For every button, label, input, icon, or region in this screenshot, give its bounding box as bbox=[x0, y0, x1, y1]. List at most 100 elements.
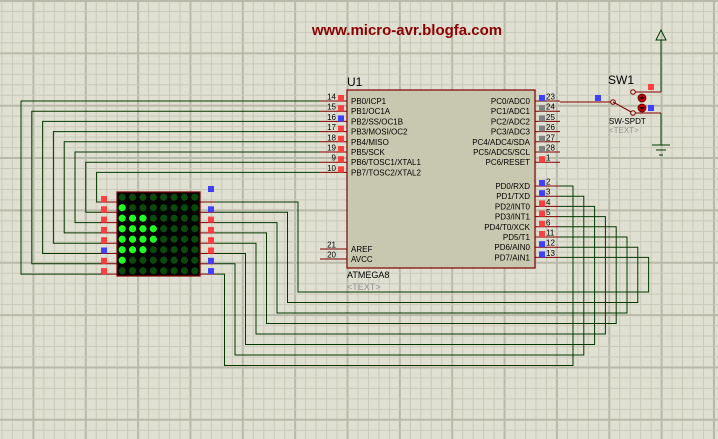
mcu-pin-number: 1 bbox=[546, 154, 551, 163]
matrix-pin-state bbox=[208, 226, 214, 233]
mcu-pin-state bbox=[338, 115, 344, 122]
mcu-pin-state bbox=[539, 220, 545, 227]
spdt-switch[interactable]: SW1 SW-SPDT <TEXT> bbox=[560, 73, 661, 135]
mcu-pin-number: 25 bbox=[546, 113, 555, 122]
led-off bbox=[139, 256, 147, 264]
led-off bbox=[170, 256, 178, 264]
matrix-pin-state bbox=[208, 268, 214, 275]
led-on bbox=[118, 214, 126, 222]
led-off bbox=[191, 235, 199, 243]
led-off bbox=[149, 267, 157, 275]
matrix-pin-state bbox=[208, 216, 214, 223]
mcu-pin-label: PD4/T0/XCK bbox=[484, 223, 530, 232]
wire-pb-to-matrix-row bbox=[96, 171, 320, 203]
wire-pb-to-matrix-row bbox=[31, 110, 320, 265]
switch-blade[interactable] bbox=[612, 101, 634, 114]
mcu-pin-number: 5 bbox=[546, 208, 551, 217]
mcu-pin-label: PC3/ADC3 bbox=[491, 128, 531, 137]
mcu-pin-label: PD3/INT1 bbox=[495, 213, 531, 222]
led-off bbox=[180, 225, 189, 233]
led-off bbox=[128, 267, 137, 275]
led-off bbox=[180, 246, 189, 254]
mcu-pin-number: 17 bbox=[327, 123, 336, 132]
switch-up-button[interactable] bbox=[637, 93, 647, 103]
mcu-pin-state bbox=[539, 210, 545, 217]
mcu-pin-label: PC5/ADC5/SCL bbox=[473, 148, 530, 157]
led-off bbox=[160, 267, 168, 275]
wire-pb-to-matrix-row bbox=[85, 161, 320, 213]
mcu-pin-label: PB7/TOSC2/XTAL2 bbox=[351, 168, 422, 177]
mcu-pin-number: 28 bbox=[546, 144, 555, 153]
switch-throw-up-terminal bbox=[630, 89, 636, 95]
mcu-pin-label: PB0/ICP1 bbox=[351, 97, 387, 106]
mcu-pin-number: 6 bbox=[546, 218, 551, 227]
switch-pin-down-state bbox=[648, 105, 654, 111]
mcu-pin-state bbox=[539, 241, 545, 248]
led-on bbox=[118, 235, 126, 243]
led-off bbox=[180, 214, 189, 222]
wire-matrix-to-pd bbox=[215, 216, 606, 335]
led-off bbox=[149, 256, 157, 264]
mcu-pin-state bbox=[539, 231, 545, 237]
led-off bbox=[118, 267, 126, 275]
led-off bbox=[139, 204, 147, 212]
matrix-pin-state bbox=[208, 186, 214, 192]
mcu-pin-state bbox=[539, 200, 545, 207]
mcu-pin-state bbox=[539, 125, 545, 132]
matrix-pin-state bbox=[101, 268, 107, 275]
switch-down-button[interactable] bbox=[637, 103, 647, 113]
mcu-pin-state bbox=[338, 156, 344, 163]
watermark-text: www.micro-avr.blogfa.com bbox=[311, 22, 502, 39]
matrix-pin-state bbox=[208, 206, 214, 213]
led-on bbox=[139, 235, 147, 243]
mcu-pin-number: 13 bbox=[546, 249, 555, 258]
arrow-down-glyph bbox=[639, 107, 645, 111]
ground-terminal[interactable] bbox=[652, 113, 670, 156]
led-off bbox=[180, 256, 189, 264]
led-off bbox=[160, 204, 168, 212]
mcu-body[interactable] bbox=[346, 89, 536, 269]
led-off bbox=[149, 214, 157, 222]
led-off bbox=[139, 267, 147, 275]
mcu-pin-label: PC2/ADC2 bbox=[491, 117, 531, 126]
wires bbox=[20, 100, 650, 366]
led-off bbox=[191, 225, 199, 233]
switch-part: SW-SPDT bbox=[609, 117, 646, 126]
mcu-pin-label: PC0/ADC0 bbox=[491, 97, 531, 106]
mcu-pin-state bbox=[539, 115, 545, 122]
led-off bbox=[191, 214, 199, 222]
mcu-part: ATMEGA8 bbox=[347, 270, 389, 280]
arrow-up-glyph bbox=[639, 95, 645, 99]
led-on bbox=[128, 225, 137, 233]
led-matrix[interactable] bbox=[100, 186, 215, 277]
mcu-pin-label: PB6/TOSC1/XTAL1 bbox=[351, 158, 422, 167]
mcu-pin-state bbox=[338, 135, 344, 142]
led-on bbox=[149, 225, 157, 233]
mcu-pin-number: 3 bbox=[546, 188, 551, 197]
matrix-pin-state bbox=[101, 247, 107, 254]
mcu-pin-label: PD7/AIN1 bbox=[494, 253, 530, 262]
mcu-pin-number: 12 bbox=[546, 239, 555, 248]
mcu-pin-number: 14 bbox=[327, 93, 336, 102]
led-on bbox=[128, 235, 137, 243]
mcu-pin-number: 27 bbox=[546, 133, 555, 142]
wire-pb-to-matrix-row bbox=[42, 120, 320, 254]
wire-pb-to-matrix-row bbox=[20, 100, 320, 275]
mcu-pin-state bbox=[539, 105, 545, 112]
mcu-pin-number: 10 bbox=[327, 164, 336, 173]
led-off bbox=[180, 204, 189, 212]
led-off bbox=[191, 204, 199, 212]
mcu-pin-label: PC6/RESET bbox=[486, 158, 531, 167]
switch-common-state bbox=[595, 95, 601, 101]
mcu-pin-label: PD2/INT0 bbox=[495, 202, 531, 211]
mcu-pin-number: 23 bbox=[546, 93, 555, 102]
mcu-pin-label: PB2/SS/OC1B bbox=[351, 117, 403, 126]
mcu-pin-label: PD5/T1 bbox=[503, 233, 531, 242]
led-matrix-body[interactable] bbox=[116, 191, 201, 277]
mcu-pin-label: PC4/ADC4/SDA bbox=[472, 138, 530, 147]
mcu-pin-state bbox=[338, 146, 344, 152]
mcu-text-placeholder: <TEXT> bbox=[347, 282, 381, 292]
power-terminal[interactable] bbox=[655, 28, 667, 92]
